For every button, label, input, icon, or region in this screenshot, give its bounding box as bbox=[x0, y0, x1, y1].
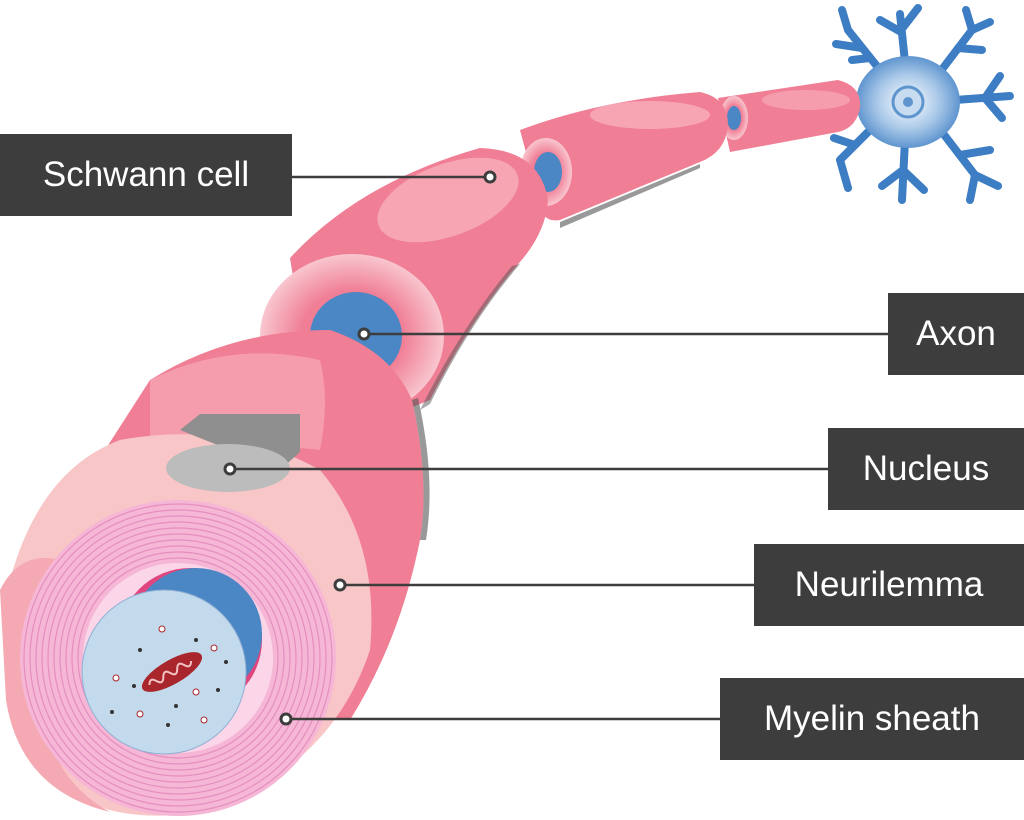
dendrites bbox=[830, 4, 1014, 204]
label-neurilemma: Neurilemma bbox=[754, 544, 1024, 626]
nucleus-shape bbox=[166, 414, 300, 492]
schwann-segment-4 bbox=[718, 80, 861, 152]
leader-dots bbox=[223, 170, 497, 726]
axon-cross-section bbox=[81, 568, 262, 755]
schwann-segment-1 bbox=[0, 330, 430, 816]
label-axon: Axon bbox=[888, 293, 1024, 375]
label-schwann-cell: Schwann cell bbox=[0, 134, 292, 216]
schwann-segment-3 bbox=[520, 92, 728, 228]
label-nucleus: Nucleus bbox=[828, 428, 1024, 510]
neuron-cell-body bbox=[830, 4, 1014, 204]
label-myelin-sheath: Myelin sheath bbox=[720, 678, 1024, 760]
mitochondrion-icon bbox=[141, 652, 203, 692]
leader-lines bbox=[230, 175, 888, 721]
